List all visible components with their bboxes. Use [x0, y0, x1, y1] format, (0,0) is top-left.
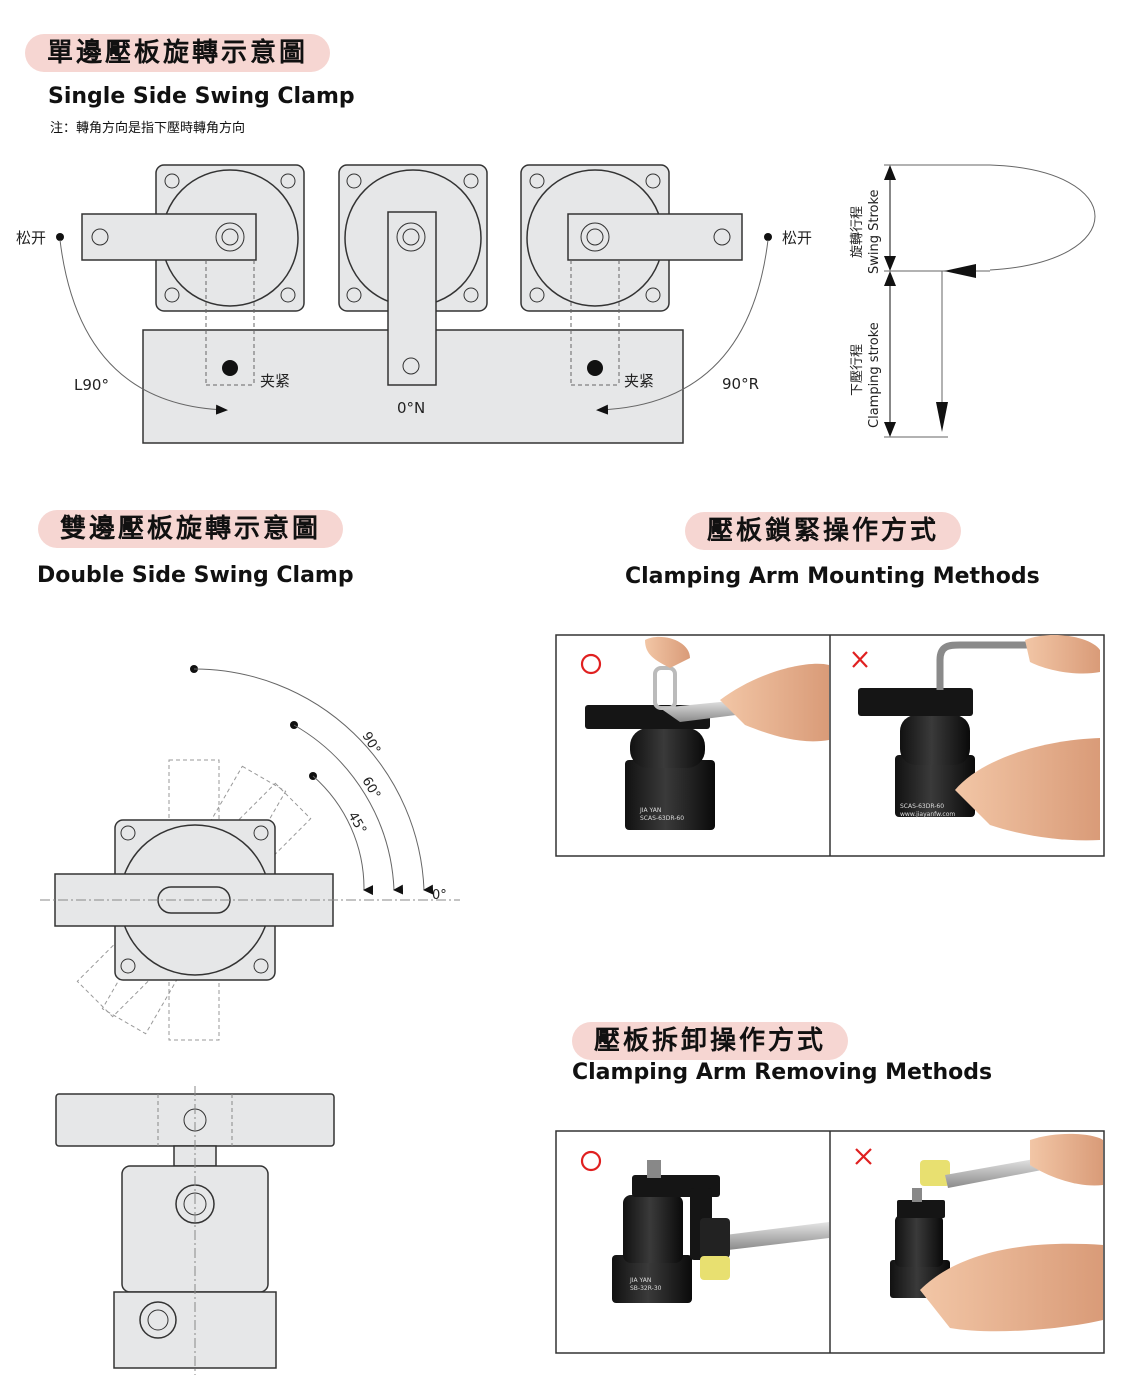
clamping-stroke-zh: 下壓行程 [850, 344, 865, 396]
mounting-photo-wrong: SCAS-63DR-60 www.jiayanfw.com [852, 635, 1100, 841]
mounting-label-model: SCAS-63DR-60 [640, 815, 684, 822]
swing-arc-right [596, 239, 769, 415]
removing-label-brand: JIA YAN [629, 1277, 651, 1284]
removing-title-en: Clamping Arm Removing Methods [572, 1060, 993, 1085]
double-swing-diagram: 90° 60° 45° 0° [40, 665, 460, 1375]
single-swing-diagram: 松开 松开 夹紧 夹紧 L90° 0°N 90°R 旋轉行程 Swing Str… [16, 164, 1096, 444]
removing-photo-correct: JIA YAN SB-32R-30 [580, 1150, 829, 1303]
clamp-left-label: 夹紧 [260, 372, 290, 390]
removing-title-zh: 壓板拆卸操作方式 [572, 1022, 849, 1060]
clamp-center [338, 164, 488, 386]
mounting-wrong-label-url: www.jiayanfw.com [900, 811, 955, 818]
mounting-wrong-label-model: SCAS-63DR-60 [900, 803, 944, 810]
angle-45-label: 45° [345, 810, 370, 837]
angle-60-label: 60° [359, 775, 384, 802]
clamp-right [520, 164, 743, 386]
double-title-zh: 雙邊壓板旋轉示意圖 [38, 510, 344, 548]
angle-left-label: L90° [74, 376, 109, 394]
mounting-title-zh: 壓板鎖緊操作方式 [685, 512, 962, 550]
single-title-zh: 單邊壓板旋轉示意圖 [25, 34, 331, 72]
swing-arc-left [59, 239, 228, 415]
angle-0-label: 0° [432, 888, 447, 903]
single-title-en: Single Side Swing Clamp [48, 84, 355, 109]
double-clamp-side-view [55, 1086, 335, 1375]
mounting-label-brand: JIA YAN [639, 807, 661, 814]
wrong-mark-icon [852, 651, 868, 668]
clamp-left [81, 164, 305, 386]
clamping-stroke-en: Clamping stroke [867, 322, 882, 428]
angle-right-label: 90°R [722, 375, 759, 393]
removing-wrong-mark-icon [855, 1148, 872, 1165]
swing-stroke-en: Swing Stroke [867, 189, 882, 274]
removing-photo-wrong [855, 1133, 1103, 1332]
correct-mark-icon [580, 653, 602, 675]
mounting-title-en: Clamping Arm Mounting Methods [625, 564, 1040, 589]
swing-stroke-zh: 旋轉行程 [850, 206, 865, 258]
stroke-diagram: 旋轉行程 Swing Stroke 下壓行程 Clamping stroke [850, 164, 1096, 438]
double-title-en: Double Side Swing Clamp [37, 563, 354, 588]
loosen-right-label: 松开 [782, 229, 812, 247]
removing-correct-mark-icon [580, 1150, 602, 1172]
clamp-right-label: 夹紧 [624, 372, 654, 390]
removing-label-model: SB-32R-30 [630, 1285, 662, 1292]
mounting-photo-correct: JIA YAN SCAS-63DR-60 [580, 636, 829, 830]
single-note: 注：轉角方向是指下壓時轉角方向 [50, 121, 246, 136]
angle-center-label: 0°N [397, 399, 425, 417]
angle-90-label: 90° [359, 730, 384, 757]
loosen-left-label: 松开 [16, 229, 46, 247]
